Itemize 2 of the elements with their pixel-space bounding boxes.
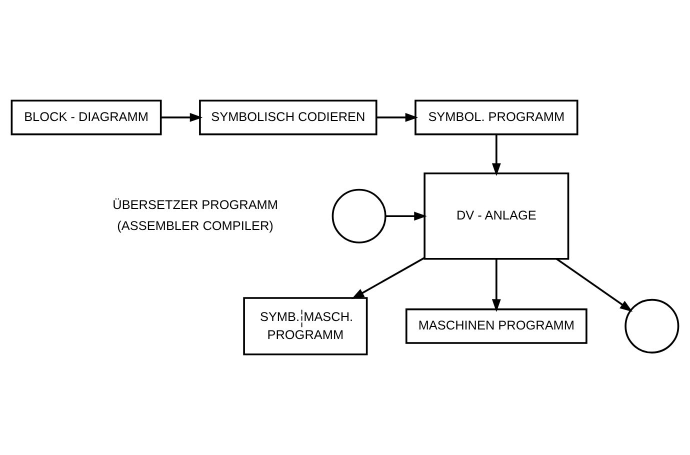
node-label: (ASSEMBLER COMPILER) xyxy=(117,218,274,233)
node-label: ÜBERSETZER PROGRAMM xyxy=(112,197,278,212)
